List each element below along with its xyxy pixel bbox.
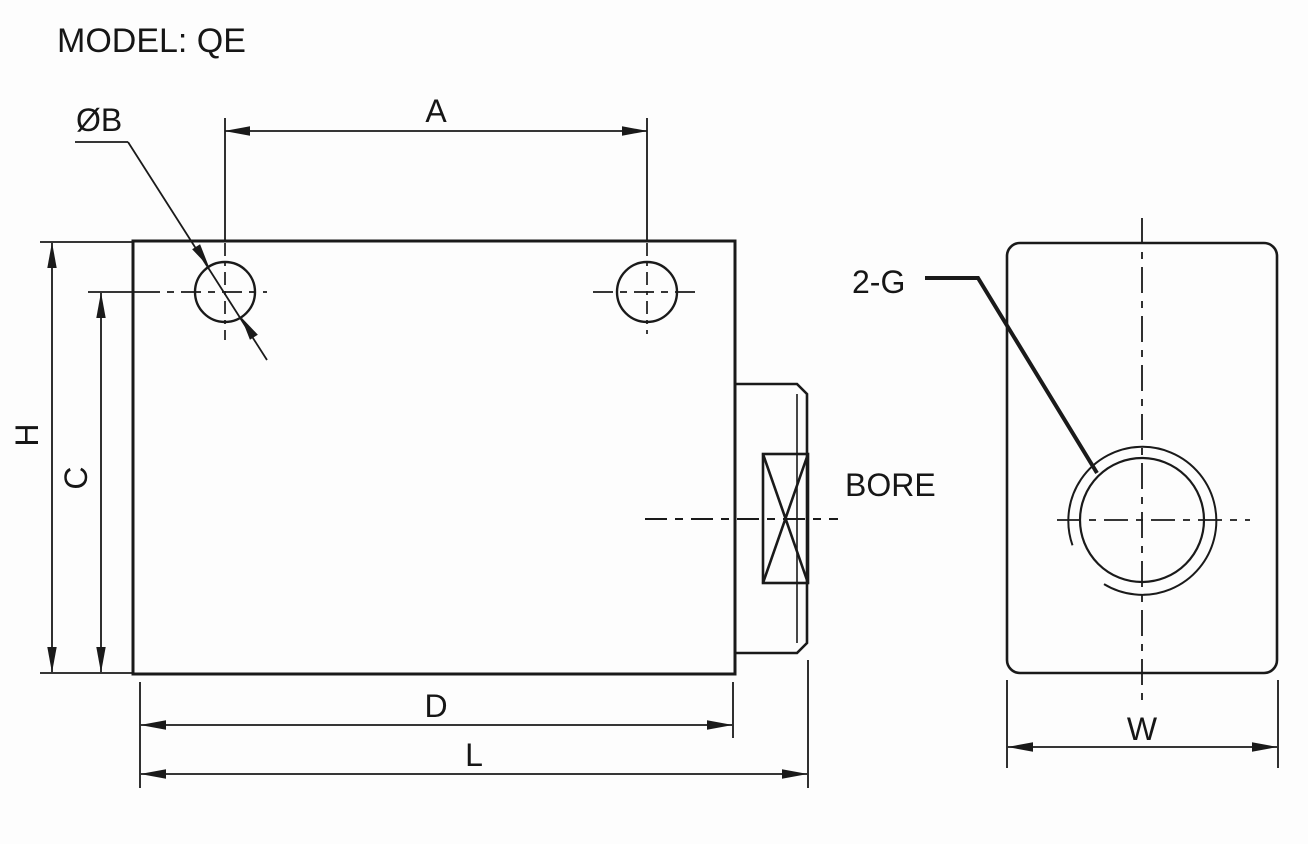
- leader-line: [925, 276, 1099, 475]
- dim-label-a: A: [425, 93, 447, 129]
- dim-label-h: H: [9, 423, 45, 446]
- leader-arrowhead: [241, 317, 258, 340]
- dim-l: [140, 660, 809, 788]
- dim-d: [139, 682, 734, 788]
- valve-body-outline: [131, 239, 737, 676]
- leader-arrowhead: [192, 244, 209, 267]
- bore-box: [761, 452, 810, 585]
- dim-label-d: D: [424, 688, 447, 724]
- hole-diameter-callout: [75, 141, 268, 361]
- dim-label-l: L: [465, 737, 483, 773]
- hole-diameter-label: ØB: [76, 102, 122, 138]
- dim-label-w: W: [1127, 711, 1158, 747]
- dim-c: [88, 291, 140, 673]
- bore-label: BORE: [845, 467, 936, 503]
- port-count-label: 2-G: [852, 264, 905, 300]
- dim-a: [224, 118, 648, 241]
- dim-w: [1006, 680, 1279, 768]
- front-view: [40, 118, 838, 788]
- port-hole-circle: [1078, 456, 1206, 584]
- dim-h: [40, 241, 133, 674]
- dim-label-c: C: [58, 466, 94, 489]
- side-view: [925, 218, 1279, 768]
- port-thread-arc: [1067, 445, 1218, 596]
- drawing-title: MODEL: QE: [57, 22, 246, 60]
- port-callout: [925, 276, 1099, 475]
